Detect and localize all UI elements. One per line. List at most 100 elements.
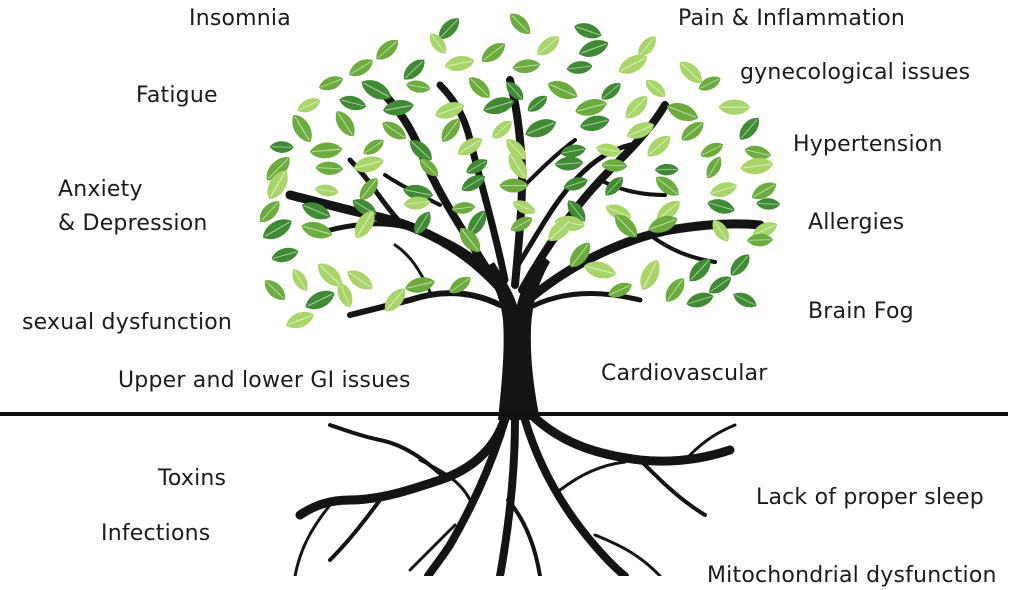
leaf xyxy=(506,82,524,100)
leaf xyxy=(266,157,290,181)
leaf xyxy=(560,144,586,158)
leaf xyxy=(601,159,628,172)
leaf xyxy=(361,80,391,100)
leaf xyxy=(525,119,557,138)
leaf xyxy=(459,227,481,253)
leaf xyxy=(654,163,679,176)
leaf xyxy=(547,81,578,100)
leaf xyxy=(499,178,529,193)
leaf xyxy=(709,276,731,294)
leaf xyxy=(554,156,584,171)
leaf xyxy=(679,61,702,83)
leaf xyxy=(347,270,373,290)
label-anxiety: Anxiety xyxy=(58,177,143,202)
leaf xyxy=(569,242,591,268)
leaf xyxy=(537,36,560,56)
leaf xyxy=(510,13,531,34)
leaf xyxy=(339,95,367,111)
label-toxins: Toxins xyxy=(158,466,227,491)
leaf xyxy=(618,54,648,74)
leaf xyxy=(625,96,648,119)
leaf xyxy=(435,102,465,119)
leaf xyxy=(461,175,486,192)
leaf xyxy=(739,117,760,140)
leaf xyxy=(309,142,343,159)
leaf xyxy=(580,115,610,132)
leaf xyxy=(403,184,434,201)
tree-root xyxy=(424,416,509,576)
tree-root xyxy=(688,423,737,457)
leaf xyxy=(457,137,483,156)
leaf xyxy=(648,215,678,233)
leaf xyxy=(267,170,288,200)
leaf xyxy=(259,201,280,222)
symptom-root-cause-tree: Insomnia Pain & Inflammation Fatigue gyn… xyxy=(0,6,1008,588)
label-hypertension: Hypertension xyxy=(793,132,943,157)
leaf xyxy=(681,121,704,141)
leaf xyxy=(706,156,722,179)
tree-root xyxy=(328,423,447,480)
leaf xyxy=(615,214,638,238)
tree-root xyxy=(506,498,542,576)
leaf xyxy=(645,79,666,97)
tree-branch xyxy=(648,233,717,264)
leaf xyxy=(563,177,588,191)
tree-root xyxy=(496,416,519,576)
leaf xyxy=(740,157,774,175)
tree-leaves xyxy=(259,13,781,329)
leaf xyxy=(292,114,312,143)
leaf xyxy=(466,159,488,174)
leaf xyxy=(468,210,487,236)
leaf xyxy=(626,122,655,139)
leaf xyxy=(656,200,680,221)
leaf xyxy=(353,156,384,173)
leaf xyxy=(262,219,292,240)
tree-branch xyxy=(522,290,643,313)
leaf xyxy=(655,176,679,196)
leaf xyxy=(269,141,294,153)
tree-branch xyxy=(347,290,503,318)
leaf xyxy=(363,139,384,155)
ground-divider-line xyxy=(0,412,1008,416)
label-insomnia: Insomnia xyxy=(189,6,291,31)
tree-root xyxy=(408,523,457,572)
leaf xyxy=(414,211,431,235)
leaf xyxy=(382,121,406,140)
leaf xyxy=(707,199,735,214)
leaf xyxy=(441,118,460,142)
label-pain-inflammation: Pain & Inflammation xyxy=(678,6,906,31)
leaf xyxy=(512,200,536,215)
tree-root xyxy=(593,533,662,576)
tree-branch xyxy=(285,190,515,305)
leaf xyxy=(665,278,685,302)
leaf xyxy=(700,142,724,158)
leaf xyxy=(337,282,353,308)
leaf xyxy=(638,36,656,57)
leaf xyxy=(527,95,547,112)
leaf xyxy=(689,258,711,282)
leaf xyxy=(744,145,771,160)
leaf xyxy=(583,261,617,279)
leaf xyxy=(575,99,607,116)
label-infections: Infections xyxy=(101,521,211,546)
tree-roots xyxy=(293,413,737,576)
leaf xyxy=(302,202,331,220)
leaf xyxy=(438,18,460,39)
leaf xyxy=(305,290,335,310)
leaf xyxy=(512,59,541,74)
leaf xyxy=(566,61,593,74)
leaf xyxy=(301,221,333,239)
leaf xyxy=(751,182,777,200)
leaf xyxy=(384,288,406,312)
leaf xyxy=(667,103,699,122)
leaf xyxy=(510,216,533,232)
leaf xyxy=(601,82,621,100)
leaf xyxy=(605,177,623,196)
label-gi-issues: Upper and lower GI issues xyxy=(118,368,411,393)
leaf xyxy=(318,263,342,287)
leaf xyxy=(429,33,447,54)
leaf xyxy=(383,100,414,116)
tree-branch xyxy=(598,178,667,197)
leaf xyxy=(354,210,375,239)
leaf xyxy=(752,222,778,238)
